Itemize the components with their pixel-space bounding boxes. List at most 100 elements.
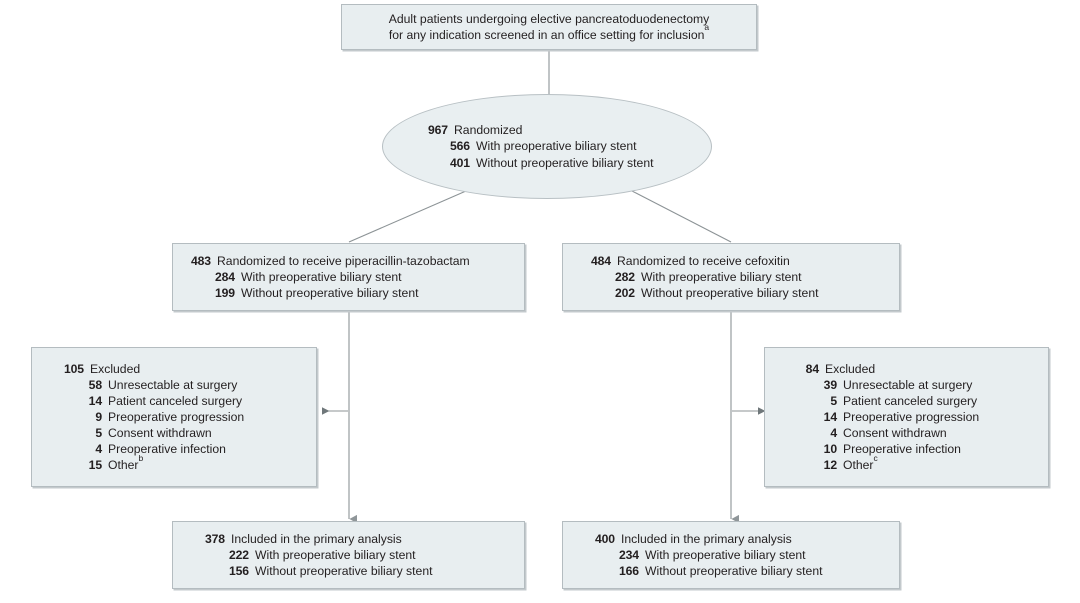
row-count: 5 [95, 426, 102, 441]
row-count: 566 [449, 139, 470, 154]
row-label: Randomized to receive cefoxitin [617, 253, 790, 268]
row-label: Without preoperative biliary stent [476, 155, 654, 170]
row-count: 58 [88, 377, 102, 392]
row-label-text: Other [108, 458, 139, 473]
row-count: 166 [618, 564, 639, 579]
row-label: Without preoperative biliary stent [641, 286, 819, 301]
randomized-row: 401 Without preoperative biliary stent [383, 155, 711, 171]
row-count: 199 [214, 286, 235, 301]
row-count: 222 [228, 547, 249, 562]
row-count: 202 [614, 286, 635, 301]
row-label: With preoperative biliary stent [255, 547, 416, 562]
row-count: 9 [95, 409, 102, 424]
excluded-left-row: 14 Patient canceled surgery [32, 393, 316, 409]
row-count: 105 [63, 361, 84, 376]
row-label: Without preoperative biliary stent [241, 286, 419, 301]
connector-randomized-to-arm-right [631, 190, 732, 243]
outcome-left-box: 378 Included in the primary analysis 222… [172, 521, 525, 589]
excluded-left-row: 58 Unresectable at surgery [32, 377, 316, 393]
row-count: 12 [823, 458, 837, 473]
screened-population-box: Adult patients undergoing elective pancr… [341, 4, 757, 50]
outcome-left-row: 156 Without preoperative biliary stent [173, 563, 524, 579]
outcome-left-row: 222 With preoperative biliary stent [173, 547, 524, 563]
randomized-ellipse: 967 Randomized 566 With preoperative bil… [382, 94, 712, 199]
row-label: With preoperative biliary stent [241, 269, 402, 284]
row-count: 378 [204, 531, 225, 546]
randomized-row: 566 With preoperative biliary stent [383, 138, 711, 154]
row-label: Preoperative progression [843, 409, 980, 424]
row-label: Otherc [837, 453, 1048, 473]
excluded-right-row: 5 Patient canceled surgery [765, 393, 1048, 409]
screened-line-1: Adult patients undergoing elective pancr… [388, 11, 710, 26]
excluded-left-row: 5 Consent withdrawn [32, 425, 316, 441]
row-count: 5 [830, 393, 837, 408]
arm-left-row: 483 Randomized to receive piperacillin-t… [173, 253, 524, 269]
excluded-left-row: 105 Excluded [32, 361, 316, 377]
row-label: Included in the primary analysis [621, 531, 792, 546]
row-count: 284 [214, 269, 235, 284]
excluded-right-row: 4 Consent withdrawn [765, 425, 1048, 441]
row-count: 4 [95, 442, 102, 457]
row-label: Excluded [825, 361, 876, 376]
excluded-right-row: 10 Preoperative infection [765, 441, 1048, 457]
screened-line-2-text: for any indication screened in an office… [388, 28, 705, 42]
row-label: Unresectable at surgery [108, 377, 238, 392]
screened-line-2: for any indication screened in an office… [388, 23, 709, 43]
excluded-right-row: 14 Preoperative progression [765, 409, 1048, 425]
row-count: 39 [823, 377, 837, 392]
row-label: Randomized to receive piperacillin-tazob… [217, 253, 470, 268]
excluded-left-row: 9 Preoperative progression [32, 409, 316, 425]
row-label: Included in the primary analysis [231, 531, 402, 546]
footnote-marker-c: c [873, 452, 878, 463]
randomized-row: 967 Randomized [383, 122, 711, 138]
arm-right-row: 484 Randomized to receive cefoxitin [563, 253, 899, 269]
arm-right-row: 282 With preoperative biliary stent [563, 269, 899, 285]
excluded-right-row: 39 Unresectable at surgery [765, 377, 1048, 393]
row-count: 84 [805, 361, 819, 376]
row-label: Consent withdrawn [108, 426, 212, 441]
row-count: 967 [427, 123, 448, 138]
row-count: 10 [823, 442, 837, 457]
row-count: 282 [614, 269, 635, 284]
row-count: 14 [823, 409, 837, 424]
row-count: 156 [228, 564, 249, 579]
row-count: 4 [830, 426, 837, 441]
row-label: Otherb [102, 453, 316, 473]
connector-randomized-to-arm-left [348, 190, 467, 243]
outcome-right-box: 400 Included in the primary analysis 234… [562, 521, 900, 589]
row-label: Patient canceled surgery [108, 393, 243, 408]
row-count: 15 [88, 458, 102, 473]
excluded-left-row: 4 Preoperative infection [32, 441, 316, 457]
row-label: Randomized [454, 123, 523, 138]
row-label: Consent withdrawn [843, 426, 947, 441]
row-count: 401 [449, 155, 470, 170]
excluded-left-row: 15 Otherb [32, 453, 316, 473]
row-count: 14 [88, 393, 102, 408]
footnote-marker-b: b [138, 452, 144, 463]
row-label: With preoperative biliary stent [645, 547, 806, 562]
row-label-text: Other [843, 458, 874, 473]
row-label: With preoperative biliary stent [641, 269, 802, 284]
row-label: Without preoperative biliary stent [255, 564, 433, 579]
outcome-right-row: 166 Without preoperative biliary stent [563, 563, 899, 579]
row-label: Preoperative infection [108, 442, 226, 457]
excluded-right-box: 84 Excluded 39 Unresectable at surgery 5… [764, 347, 1049, 487]
row-label: With preoperative biliary stent [476, 139, 637, 154]
arm-left-row: 284 With preoperative biliary stent [173, 269, 524, 285]
outcome-left-row: 378 Included in the primary analysis [173, 531, 524, 547]
outcome-right-row: 400 Included in the primary analysis [563, 531, 899, 547]
row-label: Excluded [90, 361, 141, 376]
footnote-marker-a: a [704, 22, 710, 33]
excluded-right-row: 84 Excluded [765, 361, 1048, 377]
arm-left-row: 199 Without preoperative biliary stent [173, 285, 524, 301]
row-count: 234 [618, 547, 639, 562]
row-label: Preoperative progression [108, 409, 245, 424]
row-count: 483 [190, 253, 211, 268]
row-count: 400 [594, 531, 615, 546]
row-label: Unresectable at surgery [843, 377, 973, 392]
arm-right-row: 202 Without preoperative biliary stent [563, 285, 899, 301]
excluded-left-box: 105 Excluded 58 Unresectable at surgery … [31, 347, 317, 487]
row-label: Without preoperative biliary stent [645, 564, 823, 579]
